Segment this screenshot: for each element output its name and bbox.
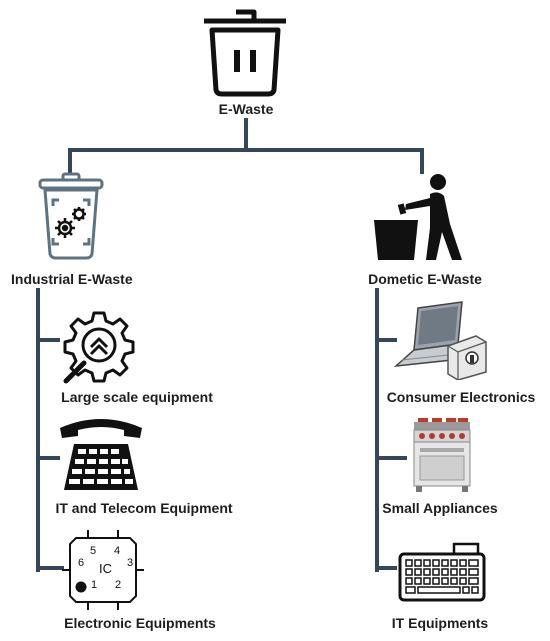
left-category-label: Industrial E-Waste [11, 271, 133, 287]
right-category-label: Dometic E-Waste [368, 271, 482, 287]
large-scale-equipment-label: Large scale equipment [61, 389, 213, 405]
root-label: E-Waste [218, 101, 274, 117]
ic-pin-2: 2 [115, 579, 122, 591]
ic-chip-center-label: IC [99, 561, 112, 576]
electronic-equipments-label: Electronic Equipments [64, 615, 216, 631]
ic-pin-4: 4 [114, 545, 121, 557]
telephone-icon [60, 419, 142, 490]
ic-chip-icon [62, 530, 144, 610]
gear-chevron-icon [63, 311, 135, 384]
ic-pin-1: 1 [91, 579, 98, 591]
industrial-bin-gears-icon [38, 172, 104, 260]
it-telecom-equipment-label: IT and Telecom Equipment [55, 500, 233, 516]
stove-icon [413, 418, 471, 492]
trash-bin-icon [204, 9, 286, 97]
ic-pin-3: 3 [127, 557, 134, 569]
small-appliances-label: Small Appliances [382, 500, 498, 516]
person-dropping-trash-icon [374, 174, 462, 260]
keyboard-icon [398, 542, 486, 602]
it-equipments-label: IT Equipments [391, 615, 489, 631]
consumer-electronics-label: Consumer Electronics [386, 389, 536, 405]
laptop-scanner-icon [393, 301, 487, 380]
ic-pin-5: 5 [90, 545, 97, 557]
ic-pin-6: 6 [78, 557, 85, 569]
